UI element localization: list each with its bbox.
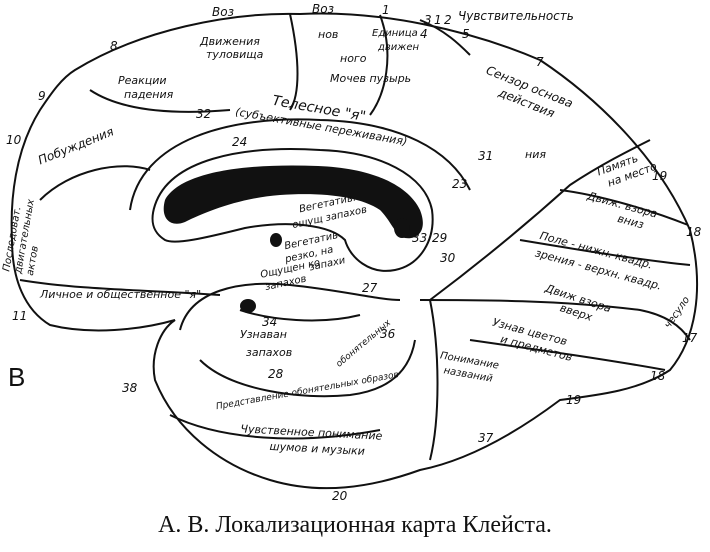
hippocampal-line [199, 339, 416, 398]
label-posledovat: Последоват. двигательных актов [1, 193, 49, 277]
sensory-arc [419, 19, 471, 56]
central-sulcus [369, 14, 389, 116]
num-33: 33 [412, 231, 427, 245]
corpus-callosum-outline [151, 148, 434, 272]
precentral-line [289, 13, 299, 111]
num-17: 17 [682, 331, 698, 345]
num-37: 37 [478, 431, 494, 445]
inner-ring-line [179, 282, 401, 331]
num-24: 24 [232, 135, 247, 149]
occipital-division-2 [519, 239, 691, 266]
num-34: 34 [262, 315, 277, 329]
label-dvizh-vzora-vniz: Движ. взора вниз [581, 189, 662, 235]
label-uznav-tsvetov: Узнав цветов и предметов [487, 316, 577, 364]
label-chuvstv-shumov: Чувственное понимание шумов и музыки [239, 422, 386, 459]
occipital-division-3 [469, 339, 666, 371]
temporal-line [169, 414, 381, 440]
label-top-2: Воз [312, 2, 334, 16]
num-18a: 18 [686, 225, 702, 239]
label-uznav-zapakh: Узнаван запахов [240, 328, 292, 359]
corpus-callosum-fill [163, 165, 423, 239]
frontal-line [89, 89, 231, 113]
num-19b: 19 [566, 393, 581, 407]
label-pobuzhdeniya: Побуждения [36, 124, 116, 167]
label-edinitsa: Единица движен [372, 28, 421, 53]
num-19a: 19 [652, 169, 667, 183]
frontal-pole-line [39, 165, 151, 201]
num-1: 1 [382, 3, 390, 17]
panel-letter: B [8, 362, 26, 392]
label-vegetat-zapakh: Вегетатив. ощущ запахов [288, 191, 368, 231]
num-18b: 18 [650, 369, 666, 383]
label-dvizh-vzora-vverkh: Движ взора вверх [538, 281, 616, 329]
label-novogo: нов ного [318, 28, 367, 65]
num-8: 8 [110, 39, 118, 53]
num-1b: 1 [434, 13, 442, 27]
occipital-division-1 [559, 189, 689, 226]
label-dvizh-tulov: Движения туловища [199, 35, 264, 61]
num-20: 20 [332, 489, 348, 503]
label-sensor: Сензор основа действия [478, 63, 578, 127]
num-11: 11 [12, 309, 27, 323]
num-3: 3 [424, 13, 432, 27]
label-top-1: Воз [212, 5, 234, 19]
num-28: 28 [268, 367, 284, 381]
label-pamyat: Память на место [595, 146, 659, 191]
num-23: 23 [452, 177, 467, 191]
num-38: 38 [122, 381, 138, 395]
brain-outline [10, 12, 699, 490]
label-mochev: Мочев пузырь [330, 72, 411, 85]
label-nia: ния [525, 148, 546, 161]
temporal-division [429, 299, 439, 461]
num-2: 2 [444, 13, 452, 27]
cingulate-line [129, 118, 471, 211]
black-dot-1 [270, 233, 282, 247]
label-top-3: Чувствительность [458, 9, 574, 23]
label-obonyat-2: обонятельных [335, 318, 394, 370]
num-32: 32 [196, 107, 211, 121]
figure-caption: А. В. Локализационная карта Клейста. [158, 512, 552, 538]
orbital-line [19, 279, 221, 296]
num-9: 9 [38, 89, 46, 103]
parieto-occipital-sulcus [429, 139, 651, 301]
num-29: 29 [432, 231, 447, 245]
num-31: 31 [478, 149, 493, 163]
num-36: 36 [380, 327, 396, 341]
label-reaktsii: Реакции падения [118, 74, 174, 101]
num-30: 30 [440, 251, 456, 265]
black-dot-2 [240, 299, 256, 313]
num-4: 4 [420, 27, 428, 41]
num-5: 5 [462, 27, 470, 41]
calcarine-sulcus [419, 299, 691, 341]
num-7: 7 [536, 55, 544, 69]
num-10: 10 [6, 133, 22, 147]
num-27: 27 [362, 281, 378, 295]
subcallosal-line [239, 309, 361, 322]
label-ponimanie-nazv: Понимание названий [437, 350, 503, 386]
label-lichnoe: Личное и общественное "я" [39, 288, 201, 301]
black-dot-3 [394, 218, 410, 238]
